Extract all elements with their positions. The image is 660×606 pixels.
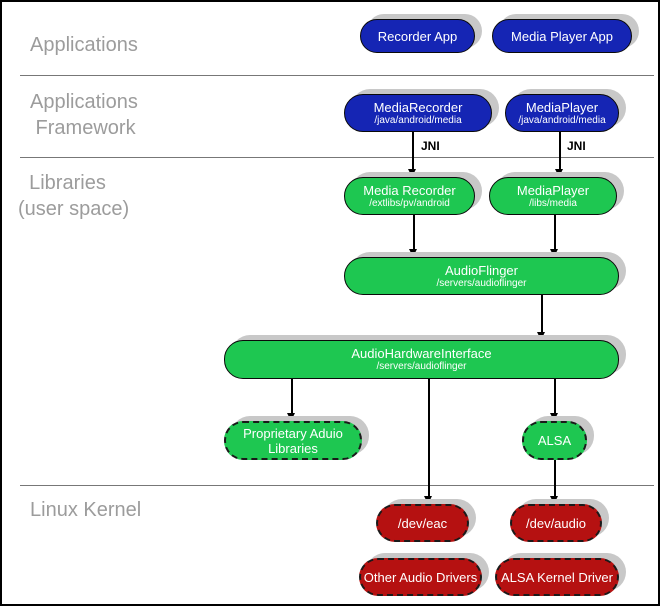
- divider-framework-libraries: [20, 157, 654, 158]
- node-other-audio-drivers: Other Audio Drivers: [359, 558, 482, 596]
- connector-ahi-alsa: [554, 379, 556, 414]
- layer-label-framework-line1: Applications: [30, 91, 138, 113]
- node-media-recorder-lib: Media Recorder /extlibs/pv/android: [344, 177, 475, 215]
- layer-label-applications: Applications: [30, 34, 138, 56]
- node-media-player-app-title: Media Player App: [511, 28, 613, 44]
- layer-label-libraries-line1: Libraries: [18, 172, 106, 194]
- arrowhead-jni-player: [555, 169, 563, 177]
- node-proprietary-line2: Libraries: [268, 440, 318, 456]
- node-audioflinger-title: AudioFlinger: [445, 262, 518, 278]
- jni-label-recorder: JNI: [421, 139, 440, 153]
- node-mediaplayer-lib: MediaPlayer /libs/media: [489, 177, 617, 215]
- node-mediaplayer-framework-path: /java/android/media: [518, 114, 606, 126]
- connector-ahi-deveac: [428, 379, 430, 497]
- node-mediarecorder-framework-path: /java/android/media: [374, 114, 462, 126]
- node-audioflinger: AudioFlinger /servers/audioflinger: [344, 257, 619, 295]
- node-audiohardwareinterface-path: /servers/audioflinger: [376, 361, 467, 372]
- node-alsa-title: ALSA: [537, 433, 572, 448]
- arrowhead-ahi-proprietary: [287, 413, 295, 421]
- node-mediaplayer-framework: MediaPlayer /java/android/media: [505, 94, 619, 132]
- node-audioflinger-path: /servers/audioflinger: [436, 277, 527, 289]
- arrowhead-alsa-devaudio: [550, 496, 558, 504]
- divider-libraries-kernel: [20, 485, 654, 486]
- arrowhead-jni-recorder: [408, 169, 416, 177]
- node-mediaplayer-lib-title: MediaPlayer: [516, 182, 590, 198]
- layer-label-framework: Applications Framework: [30, 89, 138, 141]
- layer-label-libraries-line2: (user space): [18, 198, 130, 220]
- node-recorder-app: Recorder App: [360, 19, 475, 53]
- node-dev-eac: /dev/eac: [376, 504, 469, 542]
- node-audiohardwareinterface: AudioHardwareInterface /servers/audiofli…: [224, 340, 619, 379]
- jni-label-player: JNI: [567, 139, 586, 153]
- arrowhead-playerlib-audioflinger: [550, 249, 558, 257]
- connector-recorderlib-audioflinger: [413, 215, 415, 250]
- connector-jni-player: [559, 132, 561, 170]
- connector-jni-recorder: [412, 132, 414, 170]
- connector-audioflinger-ahi: [541, 295, 543, 333]
- node-alsa-kernel-driver: ALSA Kernel Driver: [495, 558, 619, 596]
- node-mediarecorder-framework-title: MediaRecorder: [373, 99, 463, 115]
- node-alsa: ALSA: [522, 421, 587, 460]
- layer-label-linux-kernel: Linux Kernel: [30, 499, 142, 521]
- connector-ahi-proprietary: [291, 379, 293, 414]
- node-proprietary-line1: Proprietary Aduio: [243, 425, 343, 441]
- node-dev-audio-title: /dev/audio: [526, 515, 586, 531]
- node-media-recorder-lib-title: Media Recorder: [363, 182, 456, 198]
- node-other-audio-drivers-title: Other Audio Drivers: [363, 569, 478, 585]
- node-media-recorder-lib-path: /extlibs/pv/android: [369, 197, 450, 209]
- connector-playerlib-audioflinger: [554, 215, 556, 250]
- node-audiohardwareinterface-title: AudioHardwareInterface: [351, 346, 492, 361]
- layer-label-framework-line2: Framework: [30, 117, 136, 139]
- layer-label-libraries: Libraries (user space): [18, 170, 129, 222]
- node-media-player-app: Media Player App: [492, 19, 632, 53]
- node-proprietary-audio-libraries: Proprietary Aduio Libraries: [224, 421, 362, 460]
- node-mediaplayer-framework-title: MediaPlayer: [525, 99, 599, 115]
- node-mediaplayer-lib-path: /libs/media: [529, 197, 577, 209]
- node-dev-eac-title: /dev/eac: [397, 515, 448, 531]
- node-alsa-kernel-driver-title: ALSA Kernel Driver: [501, 569, 613, 585]
- arrowhead-ahi-alsa: [550, 413, 558, 421]
- node-recorder-app-title: Recorder App: [377, 28, 458, 44]
- arrowhead-audioflinger-ahi: [537, 332, 545, 340]
- node-dev-audio: /dev/audio: [510, 504, 602, 542]
- arrowhead-recorderlib-audioflinger: [409, 249, 417, 257]
- node-mediarecorder-framework: MediaRecorder /java/android/media: [344, 94, 492, 132]
- divider-applications-framework: [20, 75, 654, 76]
- arrowhead-ahi-deveac: [424, 496, 432, 504]
- connector-alsa-devaudio: [554, 460, 556, 497]
